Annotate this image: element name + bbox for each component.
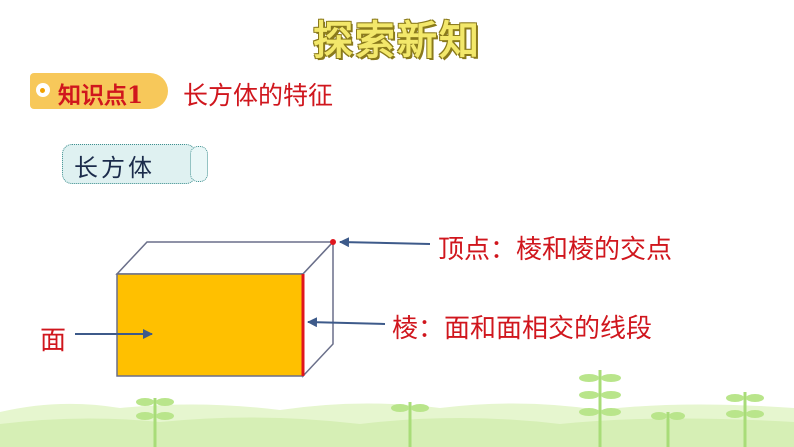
knowledge-point-badge: 知识点1: [30, 73, 168, 109]
cuboid-top-face: [115, 241, 335, 275]
sprout-icons: [136, 370, 764, 447]
knowledge-point-title: 长方体的特征: [183, 81, 334, 110]
scroll-label: 长方体: [74, 154, 155, 182]
page-title: 探索新知: [313, 17, 481, 64]
cuboid: [115, 239, 336, 378]
edge-annotation: 棱：面和面相交的线段: [392, 314, 653, 344]
vertex-annotation: 顶点：棱和棱的交点: [438, 235, 673, 265]
bullet-icon: [36, 83, 50, 97]
cuboid-vertex-dot: [330, 239, 336, 245]
sprout-icon: [391, 402, 429, 447]
sprout-icon: [726, 392, 764, 447]
sprout-icon: [579, 370, 621, 447]
sprout-icon: [136, 398, 174, 447]
knowledge-point-label: 知识点1: [58, 82, 144, 109]
scroll-roll-icon: [190, 146, 208, 182]
vertex-arrow: [339, 237, 431, 248]
edge-arrow: [307, 317, 386, 328]
sprout-icon: [651, 412, 685, 447]
face-annotation: 面: [40, 326, 67, 356]
cuboid-front-face: [116, 273, 304, 377]
scroll-banner: 长方体: [60, 138, 210, 190]
